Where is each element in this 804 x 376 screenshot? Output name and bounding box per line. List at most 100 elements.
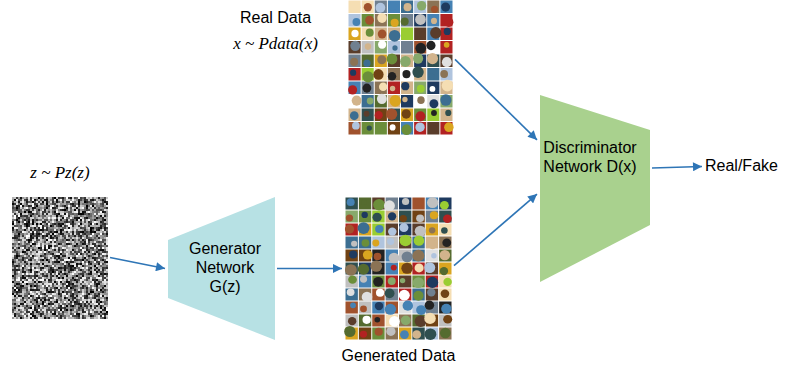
noise-pixel	[90, 265, 92, 267]
noise-pixels	[12, 197, 108, 319]
noise-pixel	[30, 255, 32, 257]
noise-pixel	[76, 263, 78, 265]
noise-pixel	[94, 265, 96, 267]
noise-pixel	[24, 231, 26, 233]
noise-pixel	[36, 219, 38, 221]
noise-pixel	[66, 223, 68, 225]
noise-pixel	[44, 267, 46, 269]
noise-pixel	[78, 235, 80, 237]
noise-pixel	[50, 209, 52, 211]
noise-pixel	[48, 261, 50, 263]
noise-pixel	[102, 213, 104, 215]
noise-pixel	[46, 227, 48, 229]
noise-pixel	[18, 245, 20, 247]
noise-pixel	[76, 201, 78, 203]
image-object	[401, 124, 411, 135]
noise-pixel	[100, 267, 102, 269]
noise-pixel	[72, 231, 74, 233]
noise-pixel	[68, 207, 70, 209]
noise-pixel	[34, 249, 36, 251]
noise-pixel	[80, 233, 82, 235]
noise-pixel	[48, 239, 50, 241]
noise-pixel	[70, 245, 72, 247]
noise-pixel	[94, 201, 96, 203]
noise-pixel	[96, 255, 98, 257]
noise-pixel	[74, 235, 76, 237]
noise-pixel	[102, 253, 104, 255]
noise-pixel	[68, 261, 70, 263]
noise-pixel	[54, 197, 56, 199]
noise-pixel	[94, 221, 96, 223]
noise-pixel	[68, 215, 70, 217]
noise-pixel	[102, 263, 104, 265]
noise-pixel	[18, 227, 20, 229]
noise-pixel	[32, 213, 34, 215]
noise-pixel	[84, 225, 86, 227]
noise-pixel	[58, 201, 60, 203]
noise-pixel	[58, 231, 60, 233]
noise-pixel	[62, 219, 64, 221]
noise-pixel	[80, 213, 82, 215]
noise-pixel	[22, 217, 24, 219]
noise-pixel	[48, 241, 50, 243]
noise-pixel	[28, 213, 30, 215]
noise-pixel	[46, 197, 48, 199]
noise-pixel	[28, 251, 30, 253]
noise-pixel	[44, 263, 46, 265]
noise-pixel	[102, 265, 104, 267]
noise-pixel	[24, 205, 26, 207]
noise-pixel	[30, 247, 32, 249]
noise-pixel	[24, 229, 26, 231]
image-object	[367, 97, 374, 104]
noise-pixel	[26, 221, 28, 223]
noise-pixel	[44, 271, 46, 273]
noise-pixel	[94, 211, 96, 213]
noise-pixel	[48, 259, 50, 261]
noise-pixel	[74, 241, 76, 243]
noise-pixel	[68, 225, 70, 227]
noise-pixel	[18, 229, 20, 231]
noise-pixel	[24, 213, 26, 215]
image-object	[445, 110, 451, 116]
noise-pixel	[28, 255, 30, 257]
noise-pixel	[26, 257, 28, 259]
image-object	[430, 86, 436, 92]
noise-pixel	[54, 231, 56, 233]
noise-pixel	[20, 251, 22, 253]
noise-pixel	[94, 263, 96, 265]
noise-pixel	[88, 255, 90, 257]
noise-pixel	[24, 265, 26, 267]
noise-pixel	[90, 211, 92, 213]
noise-pixel	[42, 211, 44, 213]
noise-pixel	[22, 263, 24, 265]
noise-pixel	[50, 199, 52, 201]
noise-pixel	[16, 241, 18, 243]
noise-pixel	[40, 229, 42, 231]
noise-pixel	[30, 263, 32, 265]
noise-pixel	[14, 231, 16, 233]
noise-pixel	[14, 261, 16, 263]
noise-pixel	[64, 241, 66, 243]
noise-pixel	[106, 249, 108, 251]
noise-pixel	[48, 253, 50, 255]
noise-pixel	[94, 229, 96, 231]
noise-pixel	[36, 211, 38, 213]
noise-pixel	[44, 203, 46, 205]
noise-pixel	[58, 211, 60, 213]
noise-pixel	[32, 251, 34, 253]
noise-pixel	[38, 237, 40, 239]
image-object	[363, 60, 370, 67]
noise-pixel	[26, 219, 28, 221]
noise-pixel	[74, 197, 76, 199]
noise-pixel	[40, 209, 42, 211]
image-tile	[388, 122, 400, 135]
noise-pixel	[16, 261, 18, 263]
noise-pixel	[82, 229, 84, 231]
noise-pixel	[16, 233, 18, 235]
noise-pixel	[90, 225, 92, 227]
image-tile	[427, 41, 439, 54]
noise-pixel	[36, 253, 38, 255]
noise-pixel	[52, 211, 54, 213]
noise-pixel	[38, 239, 40, 241]
noise-pixel	[38, 199, 40, 201]
